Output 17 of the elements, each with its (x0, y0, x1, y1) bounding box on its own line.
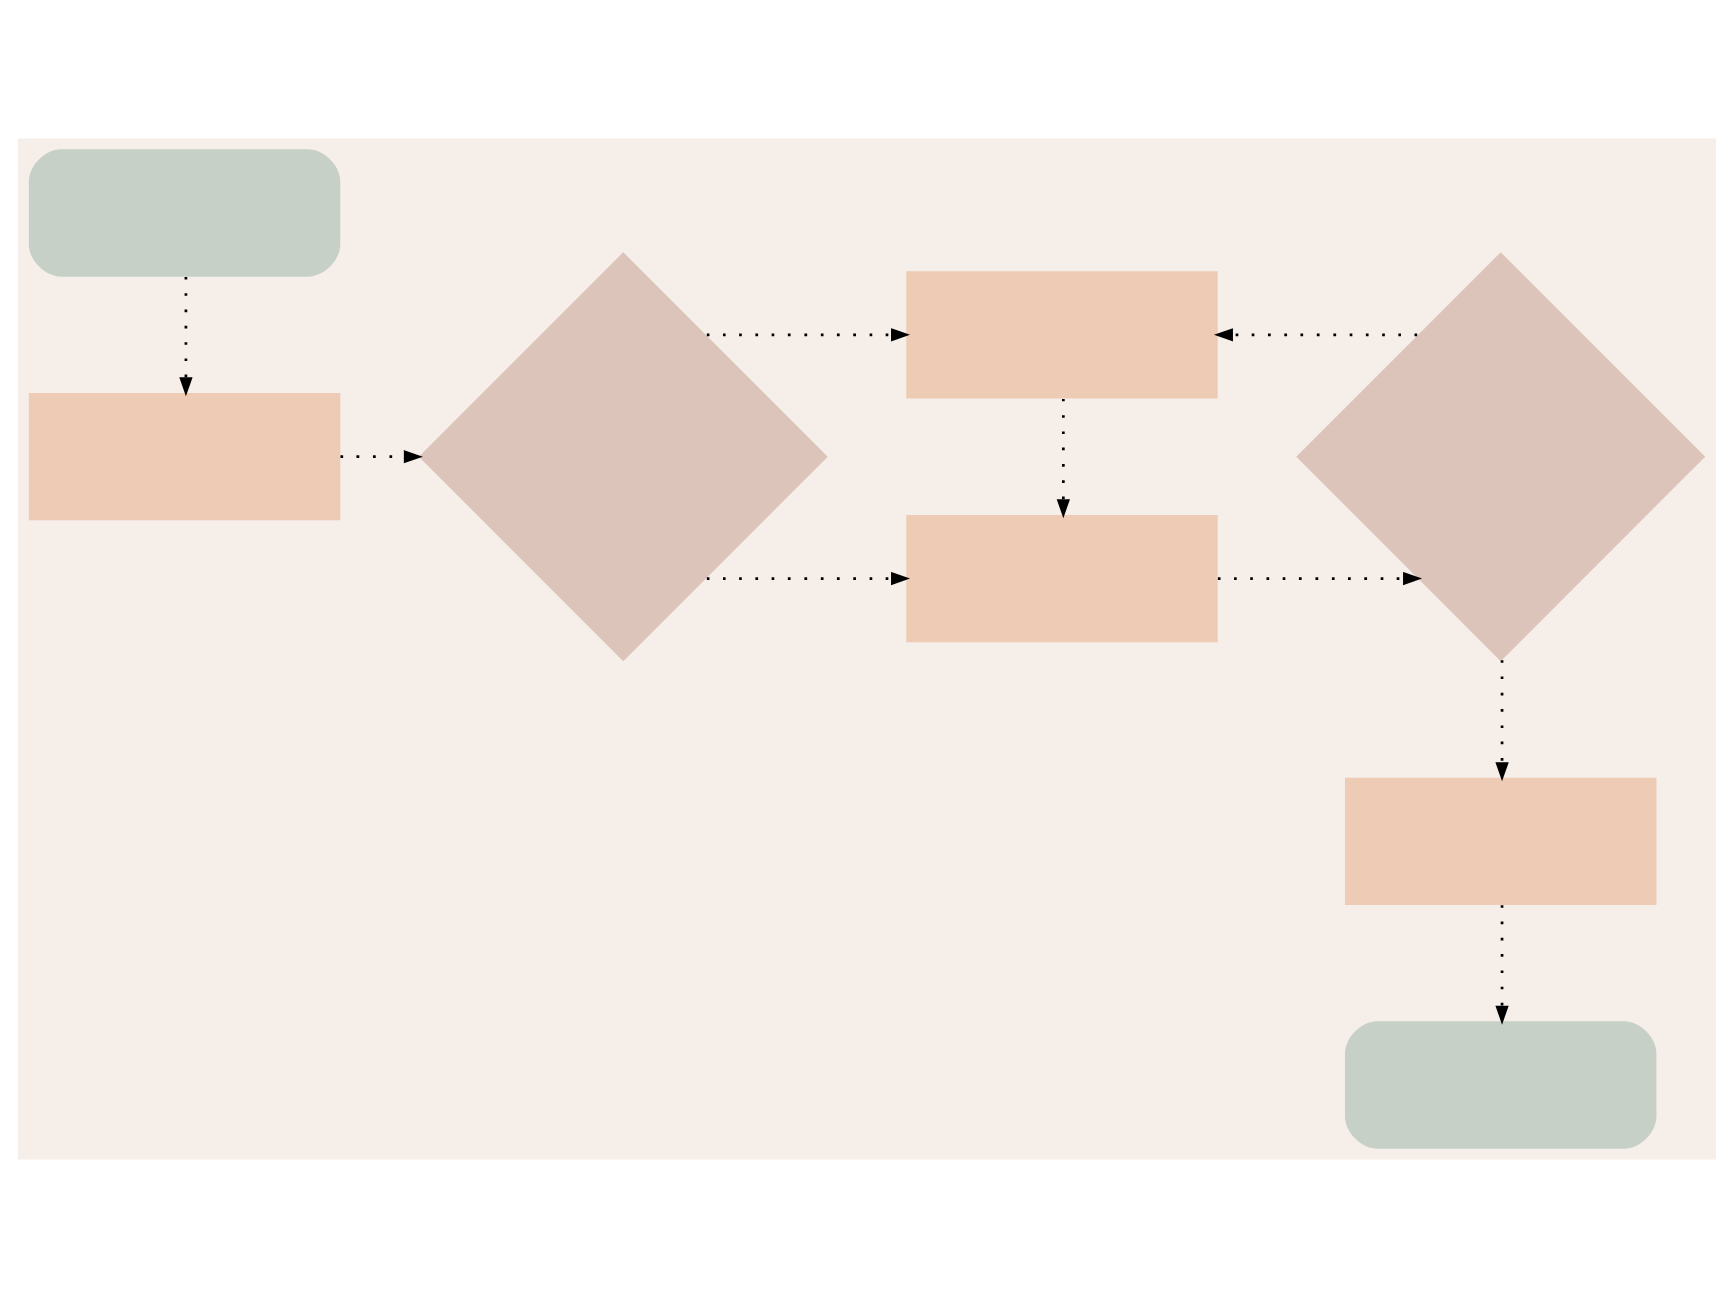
node-pill (1344, 1020, 1656, 1148)
node-box (1344, 776, 1656, 904)
arrow (1055, 397, 1069, 518)
node-diamond (1295, 251, 1705, 661)
arrow (339, 449, 422, 463)
node-box (27, 392, 340, 520)
arrow (1212, 327, 1417, 341)
arrow (705, 327, 910, 341)
node-pill (27, 148, 340, 276)
arrow (1216, 570, 1422, 585)
node-diamond (417, 251, 827, 661)
arrow (178, 276, 192, 396)
arrow (1494, 659, 1508, 781)
node-box (905, 513, 1217, 642)
node-box (905, 270, 1217, 398)
arrow (705, 570, 910, 585)
arrow (1494, 904, 1508, 1024)
